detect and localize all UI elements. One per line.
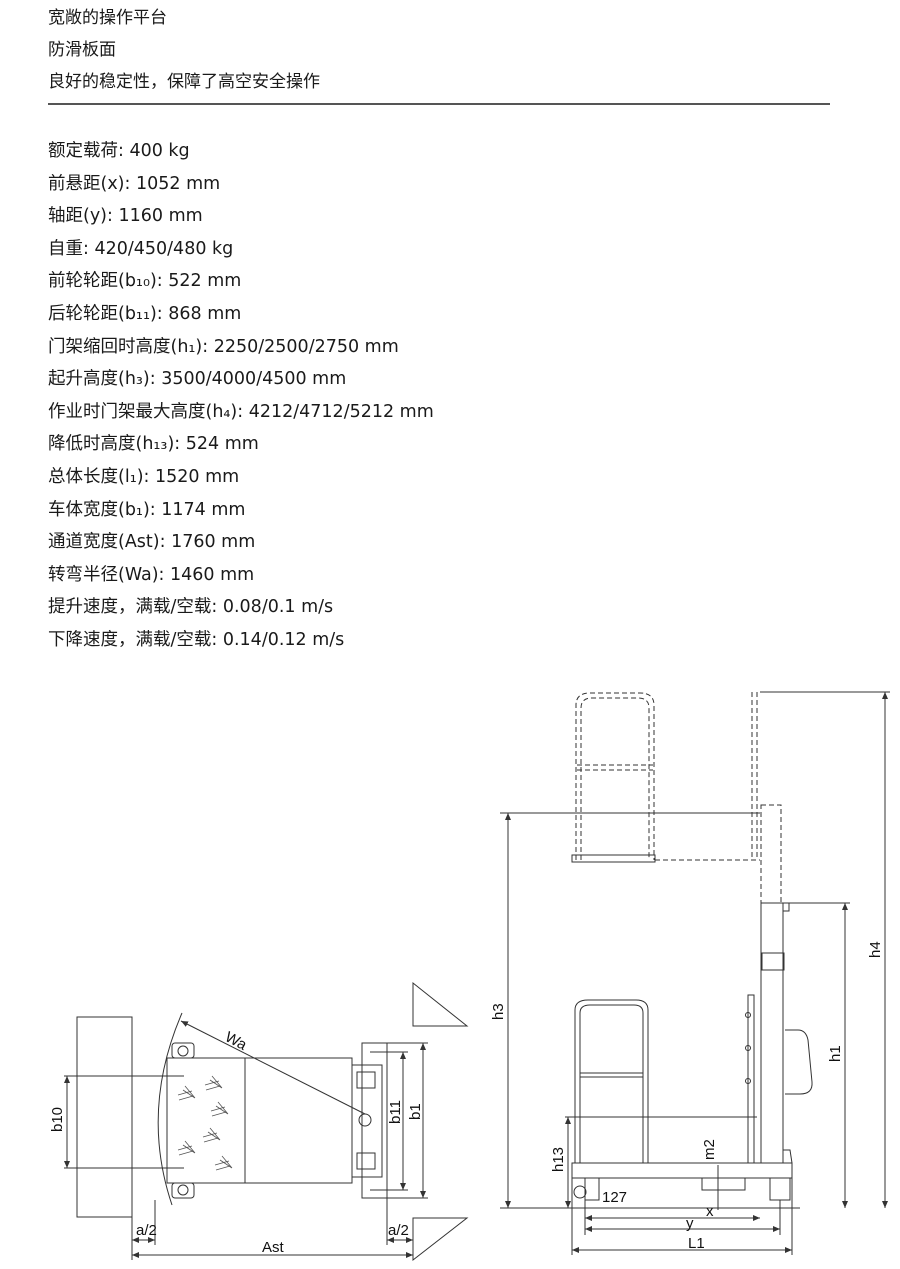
body-outline xyxy=(244,1057,353,1184)
label-m2: m2 xyxy=(701,1139,718,1160)
label-wa: Wa xyxy=(222,1029,250,1055)
spec-item: 转弯半径(Wa): 1460 mm xyxy=(48,564,255,585)
spec-item: 轴距(y): 1160 mm xyxy=(48,206,203,227)
label-b1: b1 xyxy=(407,1103,424,1120)
control-box xyxy=(761,952,785,971)
rack-triangle xyxy=(412,1217,469,1262)
platform-outline xyxy=(166,1057,246,1184)
spec-item: 降低时高度(h₁₃): 524 mm xyxy=(48,434,259,455)
wheel-icon xyxy=(356,1152,376,1170)
platform-base xyxy=(571,1162,793,1179)
mast-outline xyxy=(361,1042,388,1199)
label-y: y xyxy=(686,1215,694,1232)
spec-item: 下降速度，满载/空载: 0.14/0.12 m/s xyxy=(48,630,345,650)
feature-line: 宽敞的操作平台 xyxy=(48,8,167,28)
top-view-diagram xyxy=(64,981,469,1262)
label-b11: b11 xyxy=(387,1100,404,1124)
rack-outline xyxy=(76,1016,133,1218)
label-a2-right: a/2 xyxy=(388,1222,409,1239)
spec-item: 提升速度，满载/空载: 0.08/0.1 m/s xyxy=(48,597,334,618)
label-h3: h3 xyxy=(490,1003,507,1020)
raised-position xyxy=(575,692,782,904)
turning-arc xyxy=(157,1012,183,1206)
spec-item: 前轮轮距(b₁₀): 522 mm xyxy=(48,271,242,292)
label-b10: b10 xyxy=(49,1107,66,1132)
label-h1: h1 xyxy=(827,1045,844,1062)
wheel-icon xyxy=(356,1071,376,1089)
divider xyxy=(48,103,830,105)
side-view-diagram xyxy=(500,691,890,1255)
label-127: 127 xyxy=(602,1189,627,1206)
feature-line: 良好的稳定性，保障了高空安全操作 xyxy=(48,72,320,92)
anti-slip-marks xyxy=(177,1075,233,1171)
label-l1: L1 xyxy=(688,1235,705,1252)
spec-item: 车体宽度(b₁): 1174 mm xyxy=(48,499,246,520)
rack-triangle xyxy=(412,981,469,1027)
spec-item: 总体长度(l₁): 1520 mm xyxy=(48,467,240,487)
wheel-icon xyxy=(177,1045,189,1057)
feature-line: 防滑板面 xyxy=(48,40,116,60)
label-ast: Ast xyxy=(262,1239,285,1256)
spec-item: 通道宽度(Ast): 1760 mm xyxy=(48,532,256,553)
wheel-icon xyxy=(769,1177,791,1201)
spec-item: 前悬距(x): 1052 mm xyxy=(48,173,221,194)
label-h13: h13 xyxy=(550,1147,567,1172)
spec-item: 门架缩回时高度(h₁): 2250/2500/2750 mm xyxy=(48,336,399,357)
mast xyxy=(760,902,784,1164)
spec-item: 额定载荷: 400 kg xyxy=(48,141,190,161)
label-x: x xyxy=(706,1203,714,1220)
spec-item: 作业时门架最大高度(h₄): 4212/4712/5212 mm xyxy=(48,401,434,422)
wa-line xyxy=(180,1020,366,1115)
spec-item: 自重: 420/450/480 kg xyxy=(48,238,234,259)
label-h4: h4 xyxy=(867,941,884,958)
wheel-icon xyxy=(177,1184,189,1196)
spec-item: 后轮轮距(b₁₁): 868 mm xyxy=(48,304,242,324)
handle xyxy=(785,1029,813,1095)
spec-item: 起升高度(h₃): 3500/4000/4500 mm xyxy=(48,369,347,390)
wheel-icon xyxy=(584,1177,600,1201)
label-a2-left: a/2 xyxy=(136,1222,157,1239)
